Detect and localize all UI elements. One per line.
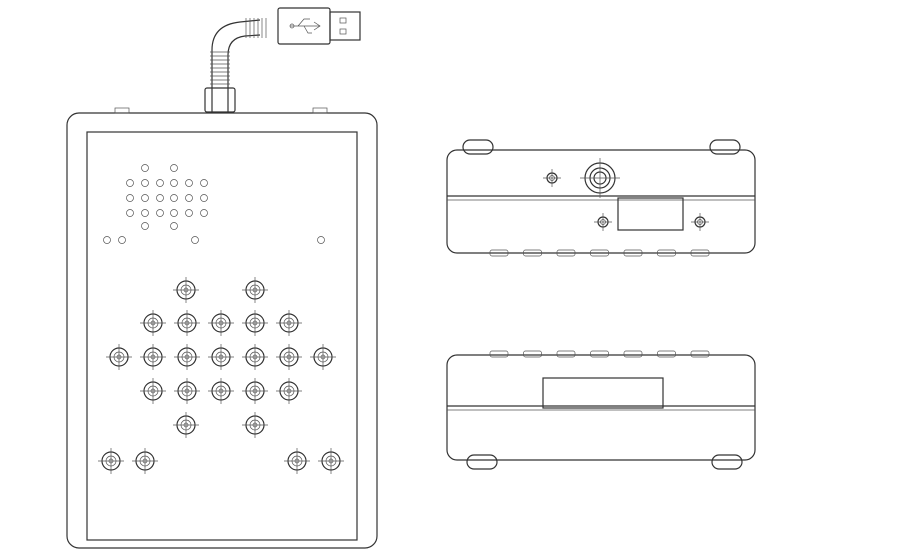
screw [691,213,709,231]
speaker-hole [126,179,134,187]
speaker-hole [156,179,164,187]
button[interactable] [174,344,200,370]
speaker-hole [141,209,149,217]
button[interactable] [106,344,132,370]
side-view-top [446,139,756,257]
speaker-hole [141,222,149,230]
speaker-hole [200,194,208,202]
speaker-hole [170,209,178,217]
indicator-hole [317,236,325,244]
speaker-hole [170,164,178,172]
button[interactable] [140,344,166,370]
button[interactable] [242,344,268,370]
indicator-hole [118,236,126,244]
speaker-hole [185,179,193,187]
button-tab [690,350,710,358]
speaker-hole [156,209,164,217]
front-view [66,107,378,549]
button[interactable] [284,448,310,474]
button[interactable] [276,310,302,336]
speaker-hole [126,194,134,202]
button-tab [556,350,576,358]
button[interactable] [208,310,234,336]
button[interactable] [98,448,124,474]
speaker-hole [200,209,208,217]
button-tab [657,249,676,257]
audio-jack [580,158,620,198]
button[interactable] [276,344,302,370]
speaker-hole [126,209,134,217]
screw [543,169,561,187]
label-area [617,197,684,231]
button-tab [623,350,643,358]
button[interactable] [174,378,200,404]
indicator-hole [191,236,199,244]
speaker-hole [170,222,178,230]
button[interactable] [242,277,268,303]
button[interactable] [140,310,166,336]
button-tab [523,249,542,257]
speaker-hole [141,164,149,172]
speaker-hole [156,194,164,202]
speaker-hole [141,194,149,202]
button[interactable] [208,378,234,404]
indicator-hole [103,236,111,244]
button-tab [523,350,542,358]
speaker-grille [126,164,208,230]
button-tab [690,249,710,257]
cable-connector-base [204,87,236,113]
button-tab [590,249,609,257]
button-array [98,277,344,474]
button-tab [556,249,576,257]
speaker-hole [170,179,178,187]
button[interactable] [174,310,200,336]
speaker-hole [185,194,193,202]
button[interactable] [242,378,268,404]
button-tab [489,350,509,358]
usb-plug-tip [329,11,361,41]
speaker-hole [141,179,149,187]
speaker-hole [200,179,208,187]
button-tab [657,350,676,358]
indicator-holes [103,236,325,244]
cable-strain-relief [210,18,267,85]
button-tab [590,350,609,358]
button[interactable] [310,344,336,370]
button[interactable] [276,378,302,404]
button[interactable] [132,448,158,474]
button-tab [623,249,643,257]
button[interactable] [318,448,344,474]
usb-icon [289,18,321,34]
button-tab [489,249,509,257]
speaker-hole [170,194,178,202]
button[interactable] [242,412,268,438]
speaker-hole [185,209,193,217]
button[interactable] [173,277,199,303]
button[interactable] [173,412,199,438]
usb-cable [204,7,361,113]
button[interactable] [140,378,166,404]
side-view-bottom [446,350,756,470]
screw [594,213,612,231]
label-area [542,377,664,409]
button[interactable] [208,344,234,370]
button[interactable] [242,310,268,336]
